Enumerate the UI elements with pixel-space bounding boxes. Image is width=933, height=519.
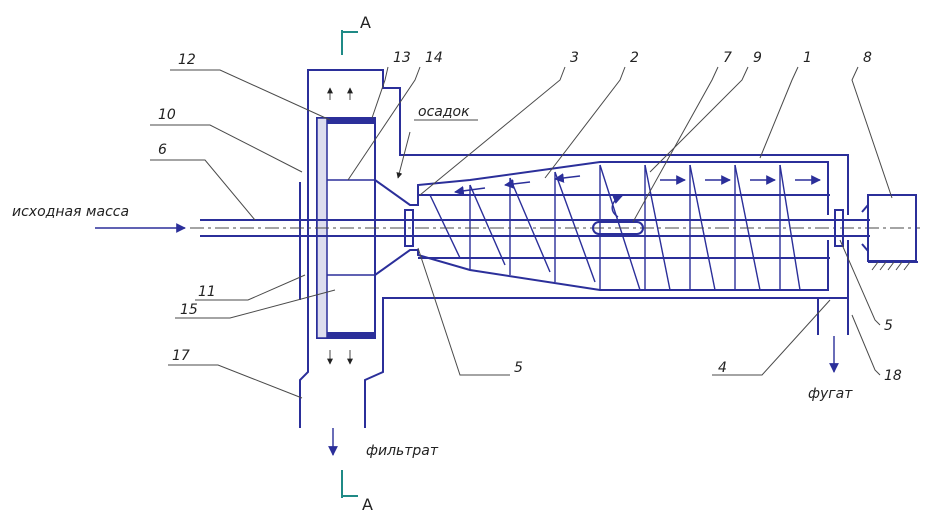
part-number-18: 18 [884,368,902,384]
sediment-label: осадок [418,104,470,120]
drive-unit [861,194,918,271]
part-number-1: 1 [803,50,812,66]
part-number-10: 10 [158,107,176,123]
flow-arrows [454,173,821,196]
part-number-2: 2 [630,50,639,66]
centrate-label: фугат [808,386,853,402]
part-number-13: 13 [393,50,411,66]
section-label-top: А [360,13,371,32]
filter-housing [299,69,849,428]
bearings [404,209,844,247]
filter-element [299,117,376,339]
part-numbers: 13 14 12 10 6 3 2 7 9 1 8 11 15 17 5 4 5… [158,50,902,384]
section-marker-top: А [341,13,371,55]
section-marker-bottom: А [341,470,373,514]
section-label-bottom: А [362,495,373,514]
centrate-outlet [817,298,849,373]
filter-flow-arrows [327,87,353,365]
part-number-12: 12 [178,52,196,68]
filtrate-label: фильтрат [366,443,439,459]
inlet-label: исходная масса [12,204,129,220]
part-number-15: 15 [180,302,198,318]
part-number-6: 6 [158,142,167,158]
part-number-11: 11 [198,284,216,300]
bowl [374,161,830,291]
part-number-14: 14 [425,50,443,66]
part-number-3: 3 [570,50,579,66]
feed-pipe-shaft [190,194,920,237]
part-number-17: 17 [172,348,190,364]
part-number-5-left: 5 [514,360,523,376]
leader-lines [150,66,893,399]
process-labels: исходная масса осадок фильтрат фугат [12,104,853,459]
part-number-7: 7 [723,50,732,66]
part-number-5-right: 5 [884,318,893,334]
part-number-4: 4 [718,360,727,376]
part-number-8: 8 [863,50,872,66]
part-number-9: 9 [753,50,762,66]
